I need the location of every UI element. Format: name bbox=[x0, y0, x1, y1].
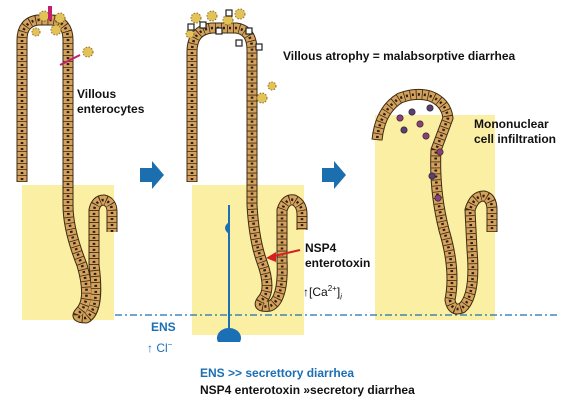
virus-particle bbox=[38, 10, 50, 22]
label-calcium: ↑[Ca2+]i bbox=[303, 281, 342, 304]
ca-sub: i bbox=[340, 292, 342, 302]
nsp4-particle bbox=[199, 21, 207, 29]
virus-particle bbox=[190, 12, 202, 24]
label-villous-atrophy: Villous atrophy = malabsorptive diarrhea bbox=[283, 49, 516, 63]
mononuclear-cell bbox=[434, 194, 442, 202]
label-nsp4-secretory: NSP4 enterotoxin »secretory diarrhea bbox=[200, 383, 415, 397]
mononuclear-cell bbox=[396, 114, 404, 122]
label-ens-left: ENS bbox=[151, 320, 176, 334]
virus-particle bbox=[82, 46, 94, 58]
label-line: Mononuclear bbox=[474, 117, 549, 131]
nsp4-particle bbox=[245, 27, 253, 35]
virus-particle bbox=[185, 29, 195, 39]
label-line: cell infiltration bbox=[474, 132, 557, 146]
nsp4-particle bbox=[225, 9, 233, 17]
ca-prefix: ↑[Ca bbox=[303, 285, 328, 299]
progression-arrow-1 bbox=[140, 161, 164, 189]
mononuclear-cell bbox=[426, 104, 434, 112]
label-nsp4: NSP4 enterotoxin bbox=[305, 241, 370, 271]
nsp4-particle bbox=[215, 27, 223, 35]
label-mononuclear: Mononuclear cell infiltration bbox=[474, 117, 556, 147]
mononuclear-cells bbox=[396, 104, 444, 202]
virus-particle bbox=[54, 12, 66, 24]
villus-panel-2 bbox=[186, 22, 308, 312]
ca-sup: 2+ bbox=[327, 284, 337, 293]
virus-layer bbox=[31, 8, 277, 104]
mononuclear-cell bbox=[416, 120, 424, 128]
nsp4-particle bbox=[187, 23, 195, 31]
red-pointer-arrows bbox=[48, 6, 301, 262]
label-villous-enterocytes: Villous enterocytes bbox=[77, 87, 144, 117]
cl-sup: − bbox=[167, 340, 173, 349]
virus-particle bbox=[50, 24, 62, 36]
progression-arrow-2 bbox=[322, 161, 346, 189]
mononuclear-cell bbox=[428, 172, 436, 180]
mononuclear-cell bbox=[436, 148, 444, 156]
villus-panel-3 bbox=[371, 88, 498, 315]
label-line: enterocytes bbox=[77, 102, 145, 116]
ca-suffix: ] bbox=[336, 285, 341, 299]
label-line: enterotoxin bbox=[305, 256, 371, 270]
nsp4-particle bbox=[255, 43, 263, 51]
label-line: Villous bbox=[77, 87, 117, 101]
ens-neuron bbox=[217, 205, 241, 342]
label-chloride: ↑ Cl− bbox=[147, 337, 172, 356]
mononuclear-cell bbox=[422, 132, 430, 140]
virus-particle bbox=[256, 92, 268, 104]
virus-particle bbox=[222, 14, 234, 26]
virus-particle bbox=[206, 10, 218, 22]
virus-particle bbox=[31, 27, 41, 37]
mononuclear-cell bbox=[400, 126, 408, 134]
virus-particle bbox=[234, 8, 246, 20]
label-line: NSP4 bbox=[305, 241, 337, 255]
mononuclear-cell bbox=[408, 108, 416, 116]
label-ens-secretory: ENS >> secrettory diarrhea bbox=[200, 366, 355, 380]
nsp4-particle bbox=[235, 39, 243, 47]
virus-particle bbox=[267, 81, 277, 91]
cl-prefix: ↑ Cl bbox=[147, 341, 168, 355]
